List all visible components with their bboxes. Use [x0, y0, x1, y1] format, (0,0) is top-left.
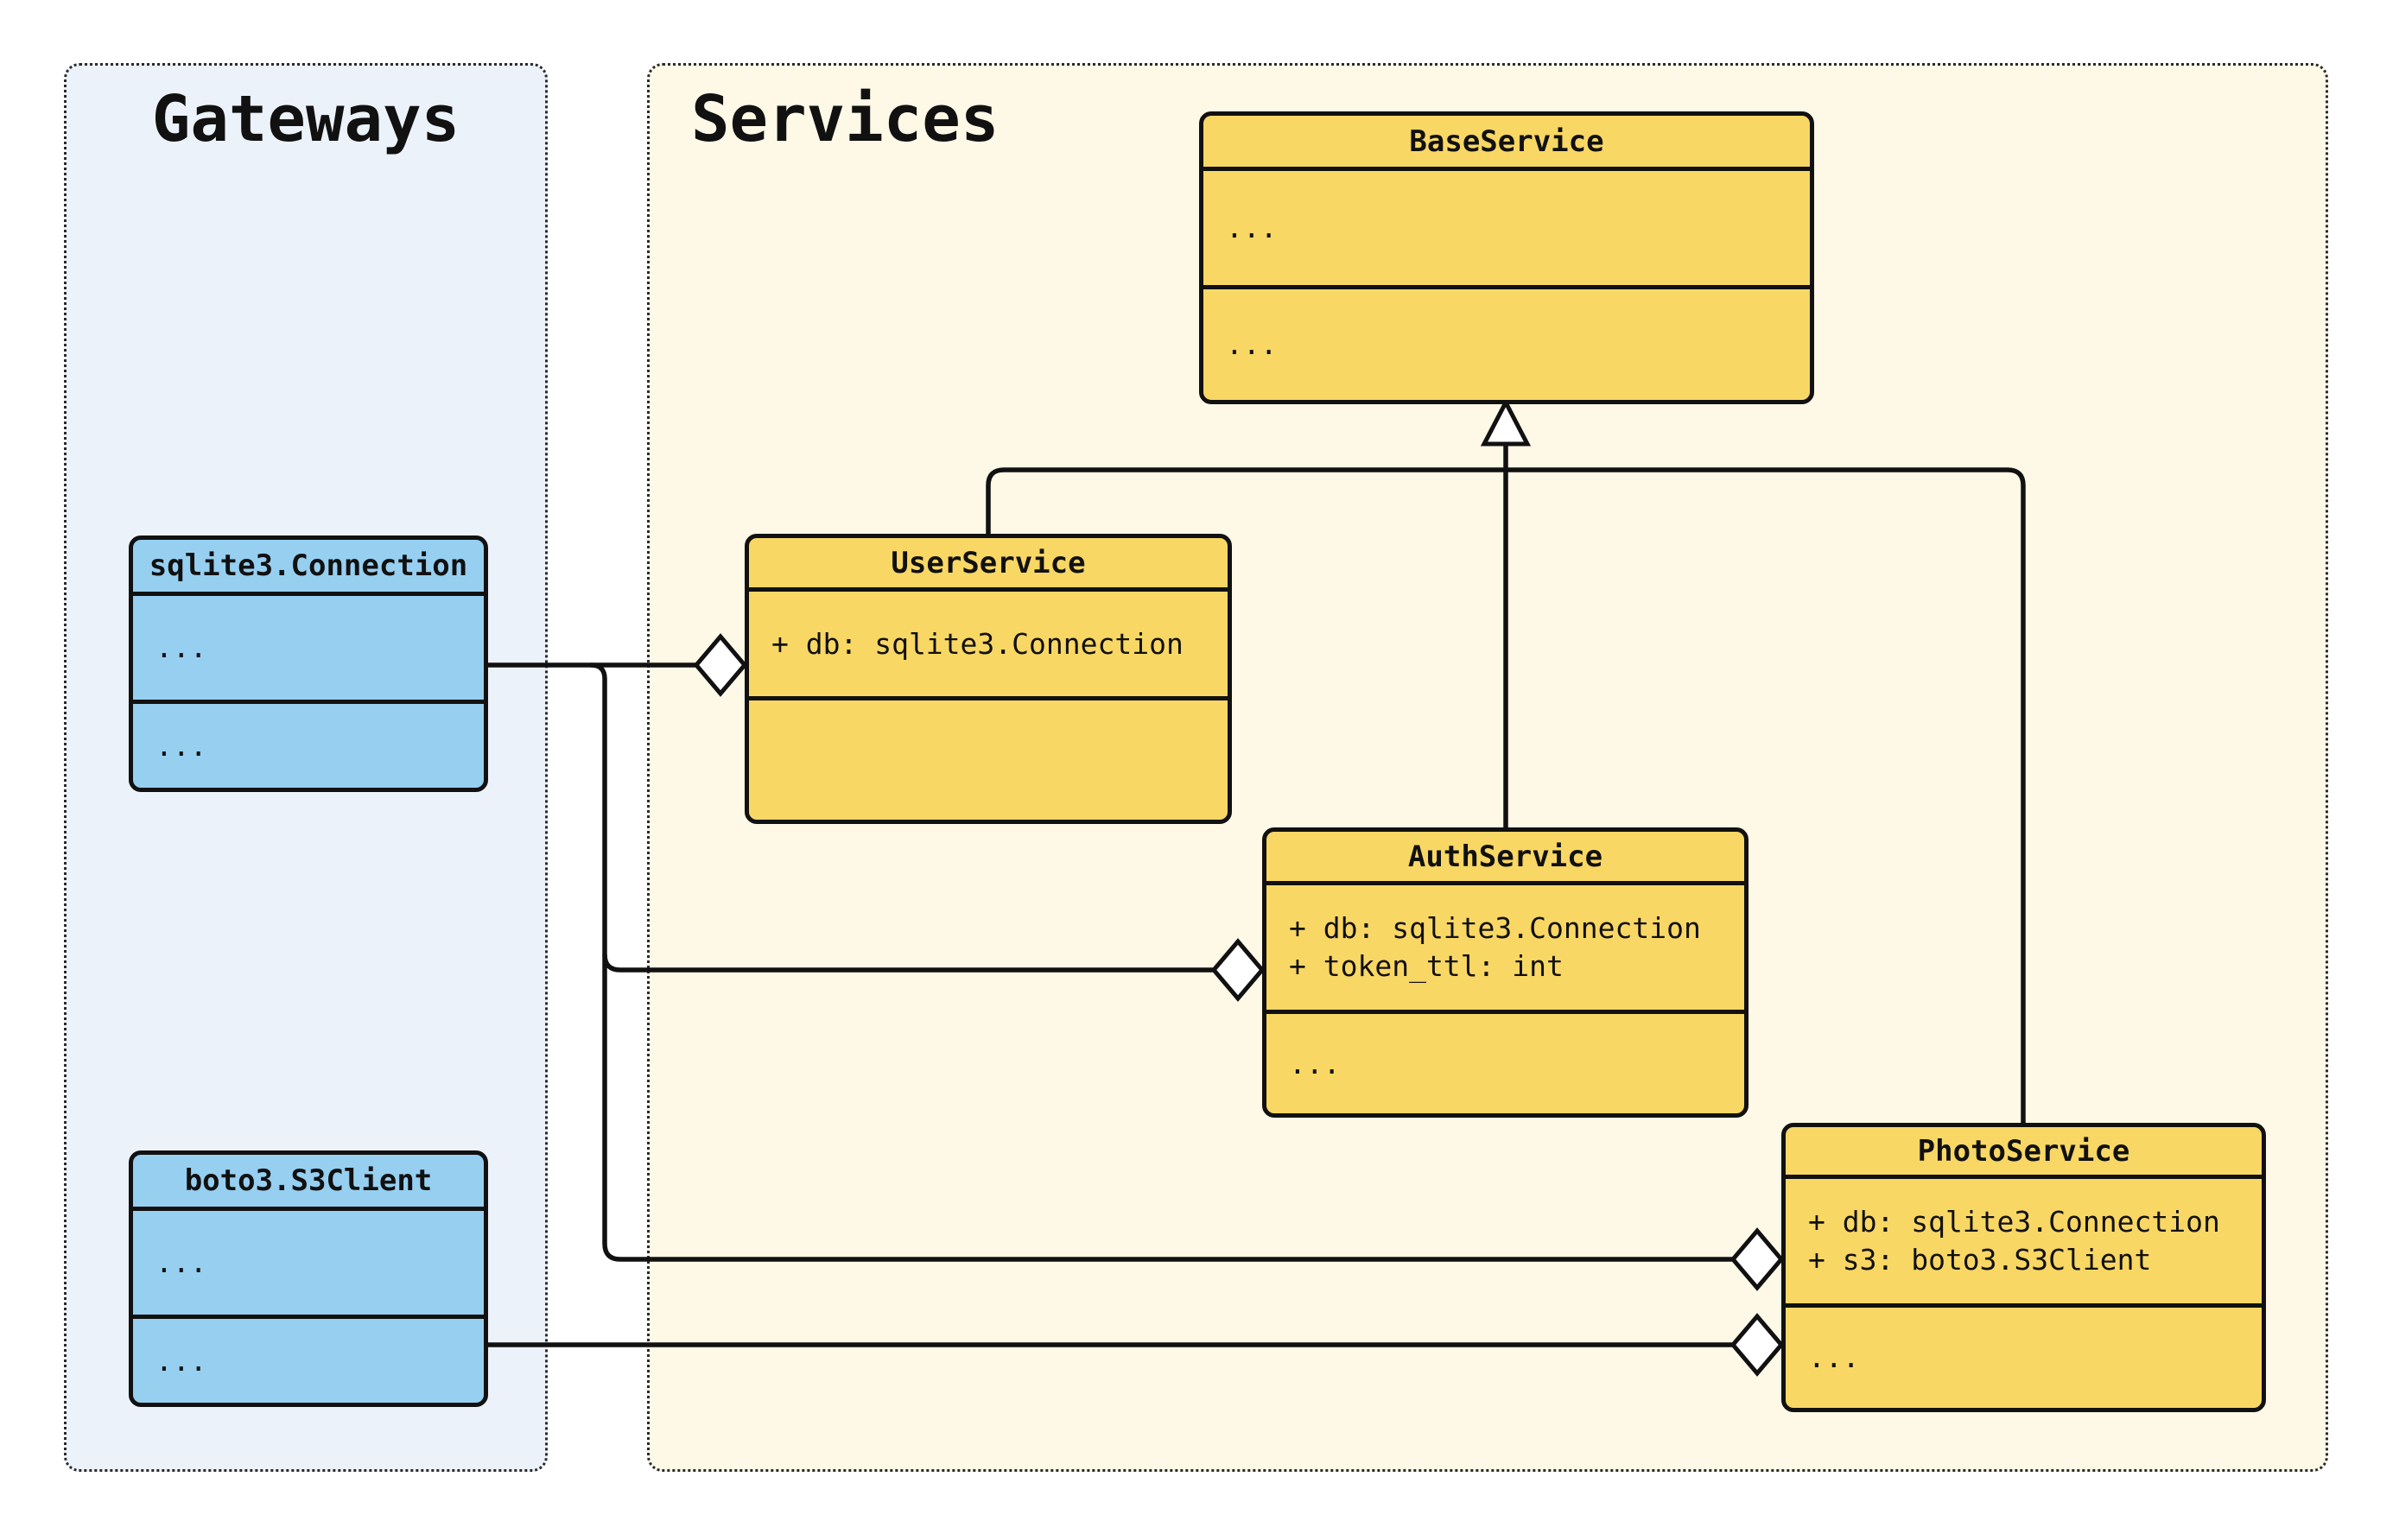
class-attributes: ...	[133, 596, 484, 704]
class-attribute: + db: sqlite3.Connection	[771, 626, 1184, 661]
class-attributes: ...	[133, 1211, 484, 1319]
class-attribute: + db: sqlite3.Connection	[1808, 1205, 2220, 1239]
class-attributes: ...	[1203, 171, 1810, 289]
class-methods: ...	[133, 704, 484, 788]
class-box-photoservice: PhotoService + db: sqlite3.Connection + …	[1781, 1123, 2266, 1412]
class-box-boto3-s3client: boto3.S3Client ... ...	[129, 1150, 488, 1407]
class-box-baseservice: BaseService ... ...	[1199, 111, 1814, 404]
class-attribute: + token_ttl: int	[1289, 949, 1564, 983]
class-attribute: + s3: boto3.S3Client	[1808, 1243, 2152, 1277]
services-group-title: Services	[691, 82, 1000, 156]
class-title: PhotoService	[1786, 1127, 2262, 1179]
class-title: UserService	[749, 538, 1228, 592]
class-attributes: + db: sqlite3.Connection + s3: boto3.S3C…	[1786, 1179, 2262, 1308]
class-method: ...	[1226, 327, 1278, 362]
class-box-authservice: AuthService + db: sqlite3.Connection + t…	[1262, 827, 1748, 1118]
class-attribute: ...	[1226, 211, 1278, 245]
class-method: ...	[155, 728, 207, 763]
class-method: ...	[1808, 1340, 1860, 1375]
class-method: ...	[1289, 1046, 1341, 1081]
class-title: sqlite3.Connection	[133, 540, 484, 596]
class-attributes: + db: sqlite3.Connection	[749, 592, 1228, 700]
class-method: ...	[155, 1343, 207, 1378]
class-methods: ...	[133, 1319, 484, 1403]
class-methods	[749, 700, 1228, 820]
class-attribute: ...	[155, 1245, 207, 1280]
class-methods: ...	[1266, 1014, 1744, 1113]
gateways-group-title: Gateways	[151, 82, 460, 156]
class-box-userservice: UserService + db: sqlite3.Connection	[745, 534, 1232, 824]
class-attribute: + db: sqlite3.Connection	[1289, 911, 1701, 946]
class-title: AuthService	[1266, 832, 1744, 885]
class-title: BaseService	[1203, 116, 1810, 171]
class-attribute: ...	[155, 631, 207, 665]
class-box-sqlite3-connection: sqlite3.Connection ... ...	[129, 536, 488, 792]
class-attributes: + db: sqlite3.Connection + token_ttl: in…	[1266, 885, 1744, 1014]
class-methods: ...	[1203, 289, 1810, 400]
class-title: boto3.S3Client	[133, 1155, 484, 1211]
class-methods: ...	[1786, 1308, 2262, 1408]
